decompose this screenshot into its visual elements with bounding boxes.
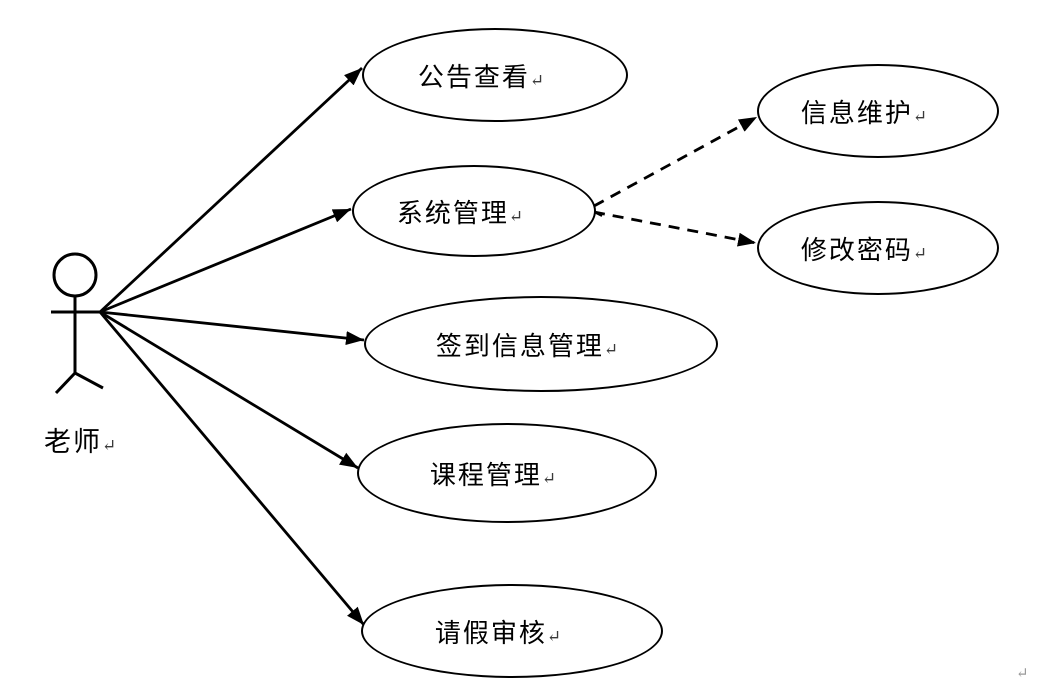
return-mark: ↵ — [529, 70, 545, 90]
actor-leg-right — [74, 371, 104, 390]
page-return-mark: ↵ — [1016, 666, 1029, 682]
use-case-label: 公告查看↵ — [417, 62, 545, 92]
use-case-view-announcements: 公告查看↵ — [362, 28, 628, 122]
dashed-dependencies — [593, 115, 758, 247]
use-case-course-management: 课程管理↵ — [357, 423, 657, 523]
return-mark: ↵ — [603, 339, 619, 359]
dashed-arrow-to-info-maintenance — [593, 115, 758, 208]
arrow-to-checkin-management — [99, 310, 365, 346]
use-case-change-password: 修改密码↵ — [757, 201, 999, 295]
use-case-label: 请假审核↵ — [434, 618, 562, 648]
return-mark: ↵ — [912, 106, 928, 126]
return-mark: ↵ — [102, 436, 117, 455]
use-case-checkin-management: 签到信息管理↵ — [364, 296, 718, 392]
use-case-label: 信息维护↵ — [800, 98, 928, 128]
actor-leg-left — [54, 371, 77, 395]
arrow-to-system-management — [99, 207, 352, 314]
return-mark: ↵ — [508, 206, 524, 226]
return-mark: ↵ — [546, 626, 562, 646]
actor-label: 老师↵ — [44, 427, 117, 457]
return-mark: ↵ — [541, 468, 557, 488]
arrow-to-view-announcements — [99, 66, 363, 314]
actor-head — [52, 252, 98, 298]
use-case-label: 系统管理↵ — [396, 198, 524, 228]
use-case-label: 签到信息管理↵ — [435, 331, 619, 361]
arrow-to-course-management — [99, 310, 359, 470]
return-mark: ↵ — [912, 243, 928, 263]
use-case-system-management: 系统管理↵ — [352, 165, 596, 257]
arrow-to-leave-approval — [98, 311, 366, 626]
use-case-info-maintenance: 信息维护↵ — [757, 64, 999, 158]
use-case-leave-approval: 请假审核↵ — [361, 584, 663, 678]
use-case-label: 修改密码↵ — [800, 235, 928, 265]
actor-figure — [51, 252, 104, 395]
use-case-label: 课程管理↵ — [429, 460, 557, 490]
actor-associations — [98, 66, 366, 626]
dashed-arrow-to-change-password — [593, 210, 757, 247]
